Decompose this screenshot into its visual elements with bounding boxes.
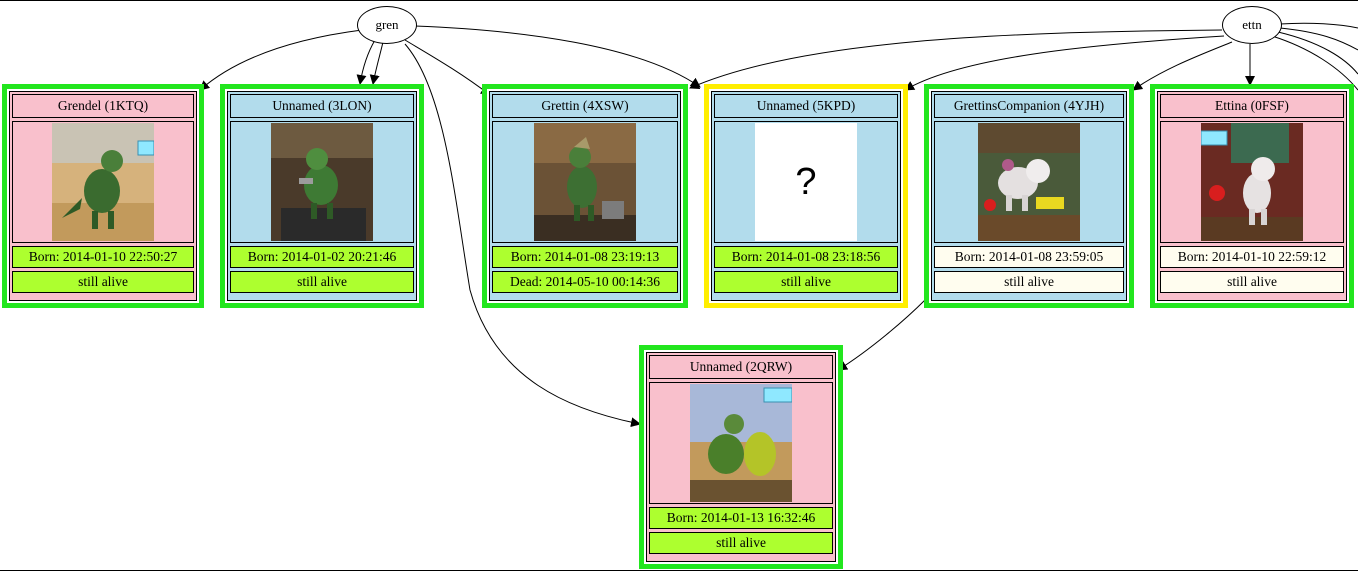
edge-gren-2qrw bbox=[404, 43, 641, 428]
creature-card-4yjh[interactable]: GrettinsCompanion (4YJH) bbox=[924, 84, 1134, 308]
born-date: Born: 2014-01-13 16:32:46 bbox=[649, 507, 833, 529]
creature-photo-cell: ? bbox=[714, 121, 898, 243]
edge-gren-4xsw bbox=[404, 39, 491, 96]
creature-photo-cell bbox=[1160, 121, 1344, 243]
born-date: Born: 2014-01-10 22:50:27 bbox=[12, 246, 194, 268]
born-date: Born: 2014-01-08 23:18:56 bbox=[714, 246, 898, 268]
edge-ettn-offscreen-c bbox=[1279, 27, 1358, 51]
creature-card-1ktq[interactable]: Grendel (1KTQ) Born: 20 bbox=[2, 84, 204, 308]
edge-gren-1ktq bbox=[199, 29, 363, 91]
creature-name: Ettina (0FSF) bbox=[1160, 94, 1344, 118]
top-border-line bbox=[0, 0, 1358, 1]
creature-name: Unnamed (3LON) bbox=[230, 94, 414, 118]
card-body: Unnamed (2QRW) Born: 2014-01-13 16:32:46… bbox=[646, 352, 836, 562]
edge-gren-3lon-b bbox=[369, 41, 384, 85]
creature-name: GrettinsCompanion (4YJH) bbox=[934, 94, 1124, 118]
creature-name: Grendel (1KTQ) bbox=[12, 94, 194, 118]
edge-4yjh-2qrw bbox=[837, 299, 926, 371]
edge-ettn-offscreen-b bbox=[1277, 31, 1358, 75]
born-date: Born: 2014-01-02 20:21:46 bbox=[230, 246, 414, 268]
death-date: Dead: 2014-05-10 00:14:36 bbox=[492, 271, 678, 293]
life-status: still alive bbox=[714, 271, 898, 293]
edge-ettn-4yjh bbox=[1132, 41, 1233, 91]
creature-photo-cell bbox=[12, 121, 194, 243]
creature-photo-cell bbox=[230, 121, 414, 243]
grendel-photo bbox=[271, 123, 373, 241]
life-status: still alive bbox=[230, 271, 414, 293]
edge-gren-5kpd bbox=[414, 25, 701, 88]
grettin-photo bbox=[534, 123, 636, 241]
card-body: Ettina (0FSF) Born: 201 bbox=[1157, 91, 1347, 301]
edge-ettn-offscreen-d bbox=[1279, 22, 1358, 29]
edge-ettn-offscreen-a bbox=[1271, 35, 1358, 91]
creature-name: Unnamed (5KPD) bbox=[714, 94, 898, 118]
parent-node-ettn[interactable]: ettn bbox=[1222, 6, 1282, 44]
unknown-photo-placeholder: ? bbox=[755, 123, 857, 241]
grendel-photo bbox=[690, 384, 792, 502]
born-date: Born: 2014-01-08 23:59:05 bbox=[934, 246, 1124, 268]
life-status: still alive bbox=[12, 271, 194, 293]
edge-ettn-5kpd-b bbox=[904, 35, 1225, 91]
creature-name: Grettin (4XSW) bbox=[492, 94, 678, 118]
creature-photo-cell bbox=[492, 121, 678, 243]
parent-node-gren[interactable]: gren bbox=[357, 6, 417, 44]
creature-card-0fsf[interactable]: Ettina (0FSF) Born: 201 bbox=[1150, 84, 1354, 308]
life-status: still alive bbox=[649, 532, 833, 554]
edge-gren-3lon-a bbox=[356, 39, 376, 85]
creature-card-2qrw[interactable]: Unnamed (2QRW) Born: 2014-01-13 16:32:46… bbox=[639, 345, 843, 569]
bottom-border-line bbox=[0, 570, 1358, 571]
creature-photo-cell bbox=[934, 121, 1124, 243]
card-body: GrettinsCompanion (4YJH) bbox=[931, 91, 1127, 301]
ettin-photo bbox=[1201, 123, 1303, 241]
creature-card-5kpd[interactable]: Unnamed (5KPD) ? Born: 2014-01-08 23:18:… bbox=[704, 84, 908, 308]
creature-card-4xsw[interactable]: Grettin (4XSW) Born: 20 bbox=[482, 84, 688, 308]
card-body: Grettin (4XSW) Born: 20 bbox=[489, 91, 681, 301]
creature-card-3lon[interactable]: Unnamed (3LON) Born: 2014-01-02 20:2 bbox=[220, 84, 424, 308]
creature-photo-cell bbox=[649, 382, 833, 504]
card-body: Grendel (1KTQ) Born: 20 bbox=[9, 91, 197, 301]
born-date: Born: 2014-01-08 23:19:13 bbox=[492, 246, 678, 268]
card-body: Unnamed (3LON) Born: 2014-01-02 20:2 bbox=[227, 91, 417, 301]
life-status: still alive bbox=[1160, 271, 1344, 293]
grendel-photo bbox=[52, 123, 154, 241]
creature-name: Unnamed (2QRW) bbox=[649, 355, 833, 379]
ettin-photo bbox=[978, 123, 1080, 241]
life-status: still alive bbox=[934, 271, 1124, 293]
born-date: Born: 2014-01-10 22:59:12 bbox=[1160, 246, 1344, 268]
edge-ettn-5kpd-a bbox=[689, 29, 1223, 89]
card-body: Unnamed (5KPD) ? Born: 2014-01-08 23:18:… bbox=[711, 91, 901, 301]
